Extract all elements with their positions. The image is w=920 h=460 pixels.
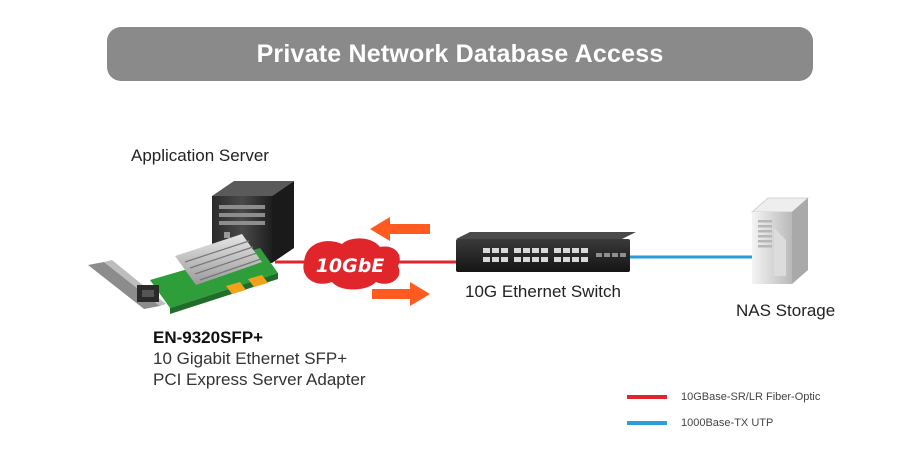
ethernet-switch-icon xyxy=(456,232,636,272)
svg-text:10GbE: 10GbE xyxy=(316,255,385,277)
10gbe-badge-icon: 10GbE xyxy=(303,238,400,290)
product-line-2: PCI Express Server Adapter xyxy=(153,370,366,389)
server-label: Application Server xyxy=(131,146,269,165)
nas-label: NAS Storage xyxy=(736,301,836,320)
product-line-1: 10 Gigabit Ethernet SFP+ xyxy=(153,349,348,368)
nas-storage-icon xyxy=(750,197,810,284)
product-model: EN-9320SFP+ xyxy=(153,328,264,347)
legend: 10GBase-SR/LR Fiber-Optic 1000Base-TX UT… xyxy=(627,384,820,436)
legend-item-utp: 1000Base-TX UTP xyxy=(627,410,820,436)
legend-swatch-fiber xyxy=(627,395,667,399)
legend-swatch-utp xyxy=(627,421,667,425)
arrow-right-icon xyxy=(372,282,430,306)
product-description: EN-9320SFP+ 10 Gigabit Ethernet SFP+ PCI… xyxy=(153,327,366,390)
arrow-left-icon xyxy=(370,217,430,241)
switch-label: 10G Ethernet Switch xyxy=(465,282,621,301)
diagram-title: Private Network Database Access xyxy=(107,27,813,81)
pcie-adapter-card-icon xyxy=(88,234,278,314)
legend-label-fiber: 10GBase-SR/LR Fiber-Optic xyxy=(681,391,821,403)
legend-item-fiber: 10GBase-SR/LR Fiber-Optic xyxy=(627,384,820,410)
legend-label-utp: 1000Base-TX UTP xyxy=(681,417,774,429)
